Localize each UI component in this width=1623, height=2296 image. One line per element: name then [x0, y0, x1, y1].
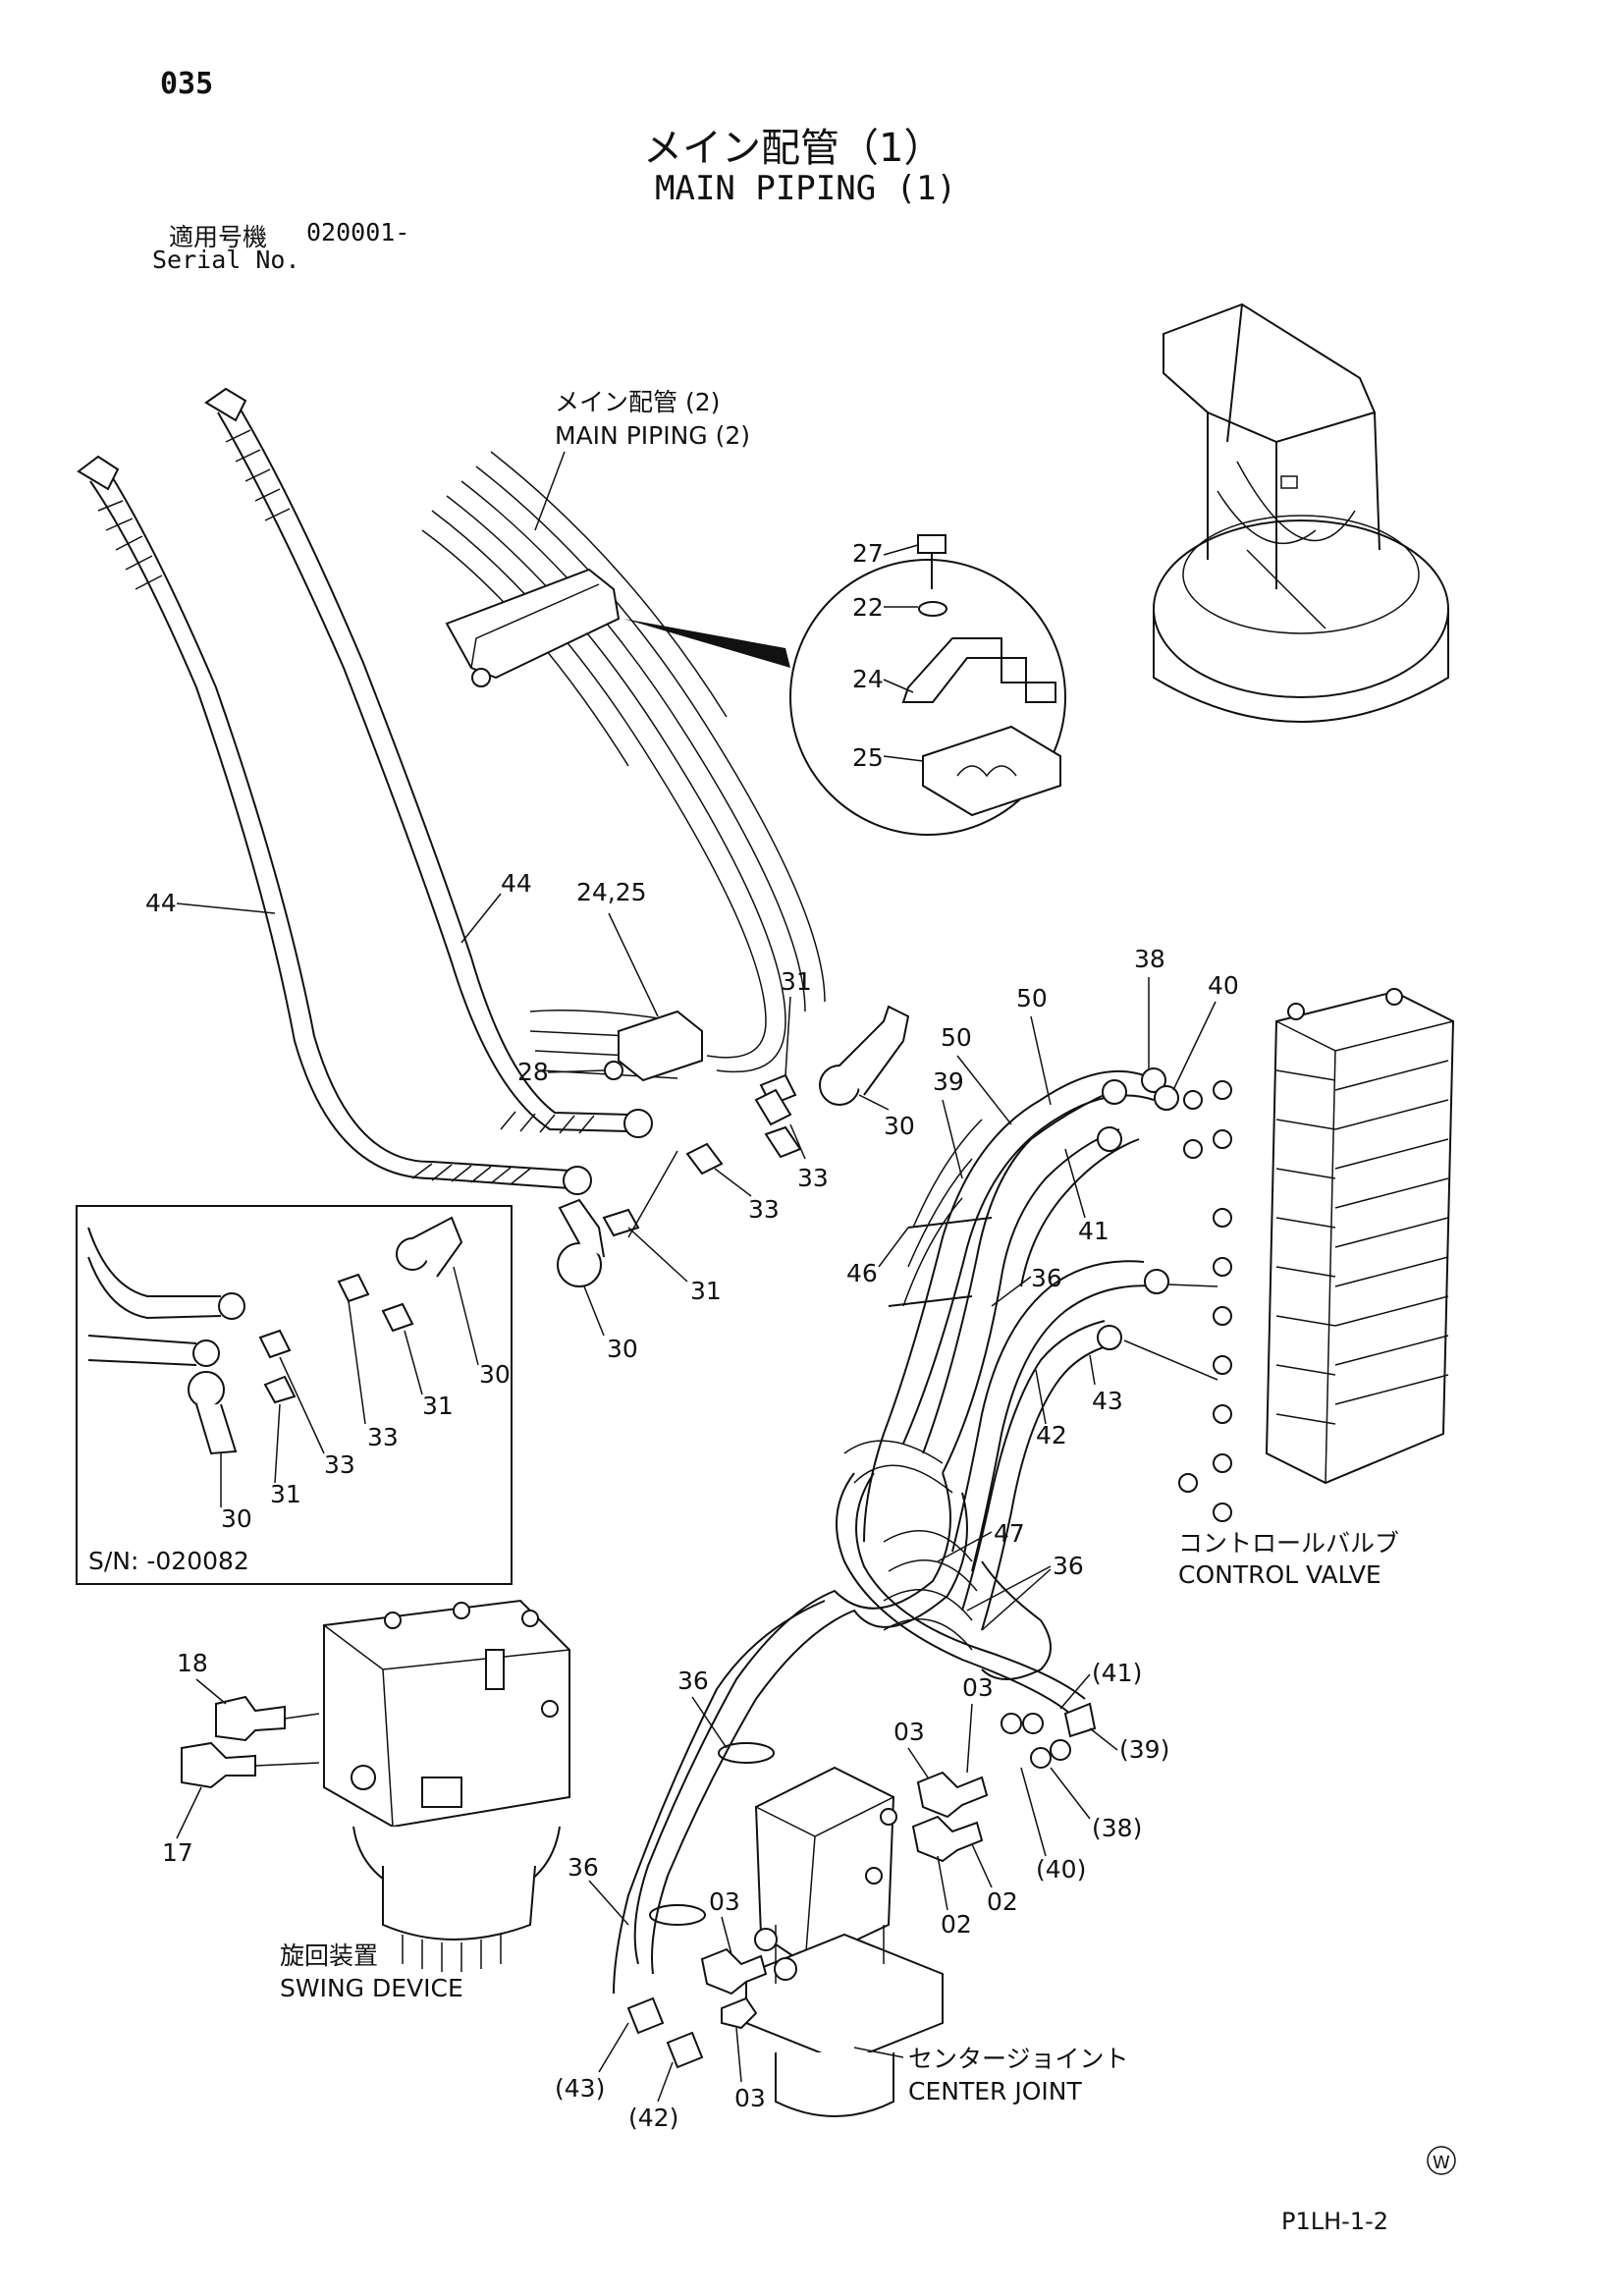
cab-icon	[1153, 302, 1449, 723]
clamp-detail	[789, 534, 1066, 836]
document-code: P1LH-1-2	[1281, 2208, 1389, 2235]
part-33a: 33	[797, 1164, 829, 1192]
serial-label-jp: 適用号機	[169, 223, 268, 251]
part-38: 38	[1134, 945, 1165, 973]
part-39: 39	[933, 1067, 964, 1096]
part-02b: 02	[987, 1887, 1018, 1916]
part-50a: 50	[941, 1023, 972, 1052]
part-44b: 44	[501, 869, 532, 898]
part-40p: (40)	[1036, 1855, 1086, 1884]
part-31a: 31	[781, 967, 812, 996]
part-28: 28	[517, 1058, 549, 1086]
part-27: 27	[852, 539, 884, 568]
part-31b: 31	[690, 1277, 722, 1305]
part-36d: 36	[568, 1853, 599, 1882]
part-30a: 30	[884, 1112, 915, 1140]
part-46: 46	[846, 1259, 878, 1287]
part-22: 22	[852, 593, 884, 622]
part-03b: 03	[962, 1673, 994, 1702]
part-44a: 44	[145, 889, 177, 917]
part-36a: 36	[1031, 1264, 1062, 1292]
part-03d: 03	[734, 2084, 766, 2112]
adapter-icon	[181, 1695, 286, 1789]
part-36b: 36	[1053, 1552, 1084, 1580]
part-42p: (42)	[628, 2104, 678, 2132]
corner-mark: W	[1433, 2153, 1450, 2173]
part-47: 47	[994, 1519, 1025, 1548]
part-30b: 30	[607, 1335, 638, 1363]
corner-mark-circle	[1427, 2146, 1456, 2175]
part-36c: 36	[677, 1667, 709, 1695]
callout-main-piping2-jp: メイン配管 (2)	[555, 388, 720, 416]
clamp-icon	[445, 568, 621, 687]
callout-center-en: CENTER JOINT	[908, 2077, 1082, 2105]
part-03c: 03	[709, 1887, 740, 1916]
part-43: 43	[1092, 1387, 1123, 1415]
part-17: 17	[162, 1838, 193, 1867]
part-18: 18	[177, 1649, 208, 1677]
adapter-icon	[557, 1005, 910, 1287]
part-43p: (43)	[555, 2074, 605, 2103]
page-number: 035	[160, 67, 214, 101]
clamp-icon	[901, 637, 1056, 703]
inset-serial: S/N: -020082	[88, 1547, 249, 1575]
bolt-icon	[917, 534, 947, 589]
inset-part-30a: 30	[479, 1360, 511, 1389]
part-42: 42	[1036, 1421, 1067, 1449]
callout-center-jp: センタージョイント	[908, 2045, 1129, 2073]
serial-label-en: Serial No.	[152, 246, 300, 274]
part-40: 40	[1208, 971, 1239, 1000]
callout-control-valve-jp: コントロールバルブ	[1178, 1529, 1399, 1558]
part-38p: (38)	[1092, 1814, 1142, 1842]
part-41: 41	[1078, 1217, 1109, 1245]
part-24-25: 24,25	[576, 878, 647, 906]
valve-bank-icon	[1178, 988, 1455, 1522]
hose-icon	[77, 387, 653, 1195]
page-title-en: MAIN PIPING (1)	[655, 169, 957, 208]
callout-swing-en: SWING DEVICE	[280, 1974, 463, 2002]
part-39p: (39)	[1119, 1735, 1169, 1764]
adapter-icon	[700, 1771, 989, 2030]
part-02a: 02	[941, 1910, 972, 1939]
part-33b: 33	[748, 1195, 780, 1224]
callout-swing-jp: 旋回装置	[280, 1941, 378, 1970]
hose-icon	[613, 1440, 1097, 2069]
inset-part-33b: 33	[324, 1450, 355, 1479]
inset-part-33a: 33	[367, 1423, 399, 1451]
clamp-block-icon	[529, 1010, 703, 1082]
hose-icon	[421, 451, 826, 1073]
part-03a: 03	[893, 1718, 925, 1746]
page-title-jp: メイン配管（1）	[643, 126, 944, 171]
swing-motor-icon	[323, 1599, 570, 1972]
callout-main-piping2-en: MAIN PIPING (2)	[555, 421, 750, 450]
center-joint-icon	[745, 1766, 944, 2117]
part-50b: 50	[1016, 984, 1048, 1012]
serial-value: 020001-	[306, 218, 410, 246]
inset-part-31a: 31	[422, 1392, 454, 1420]
inset-part-31b: 31	[270, 1480, 301, 1508]
part-41p: (41)	[1092, 1659, 1142, 1687]
part-25: 25	[852, 743, 884, 772]
washer-icon	[918, 601, 947, 617]
inset-part-30b: 30	[221, 1504, 252, 1533]
callout-control-valve-en: CONTROL VALVE	[1178, 1560, 1381, 1589]
inset-panel	[76, 1205, 513, 1585]
part-24: 24	[852, 665, 884, 693]
hose-icon	[863, 1067, 1179, 1631]
